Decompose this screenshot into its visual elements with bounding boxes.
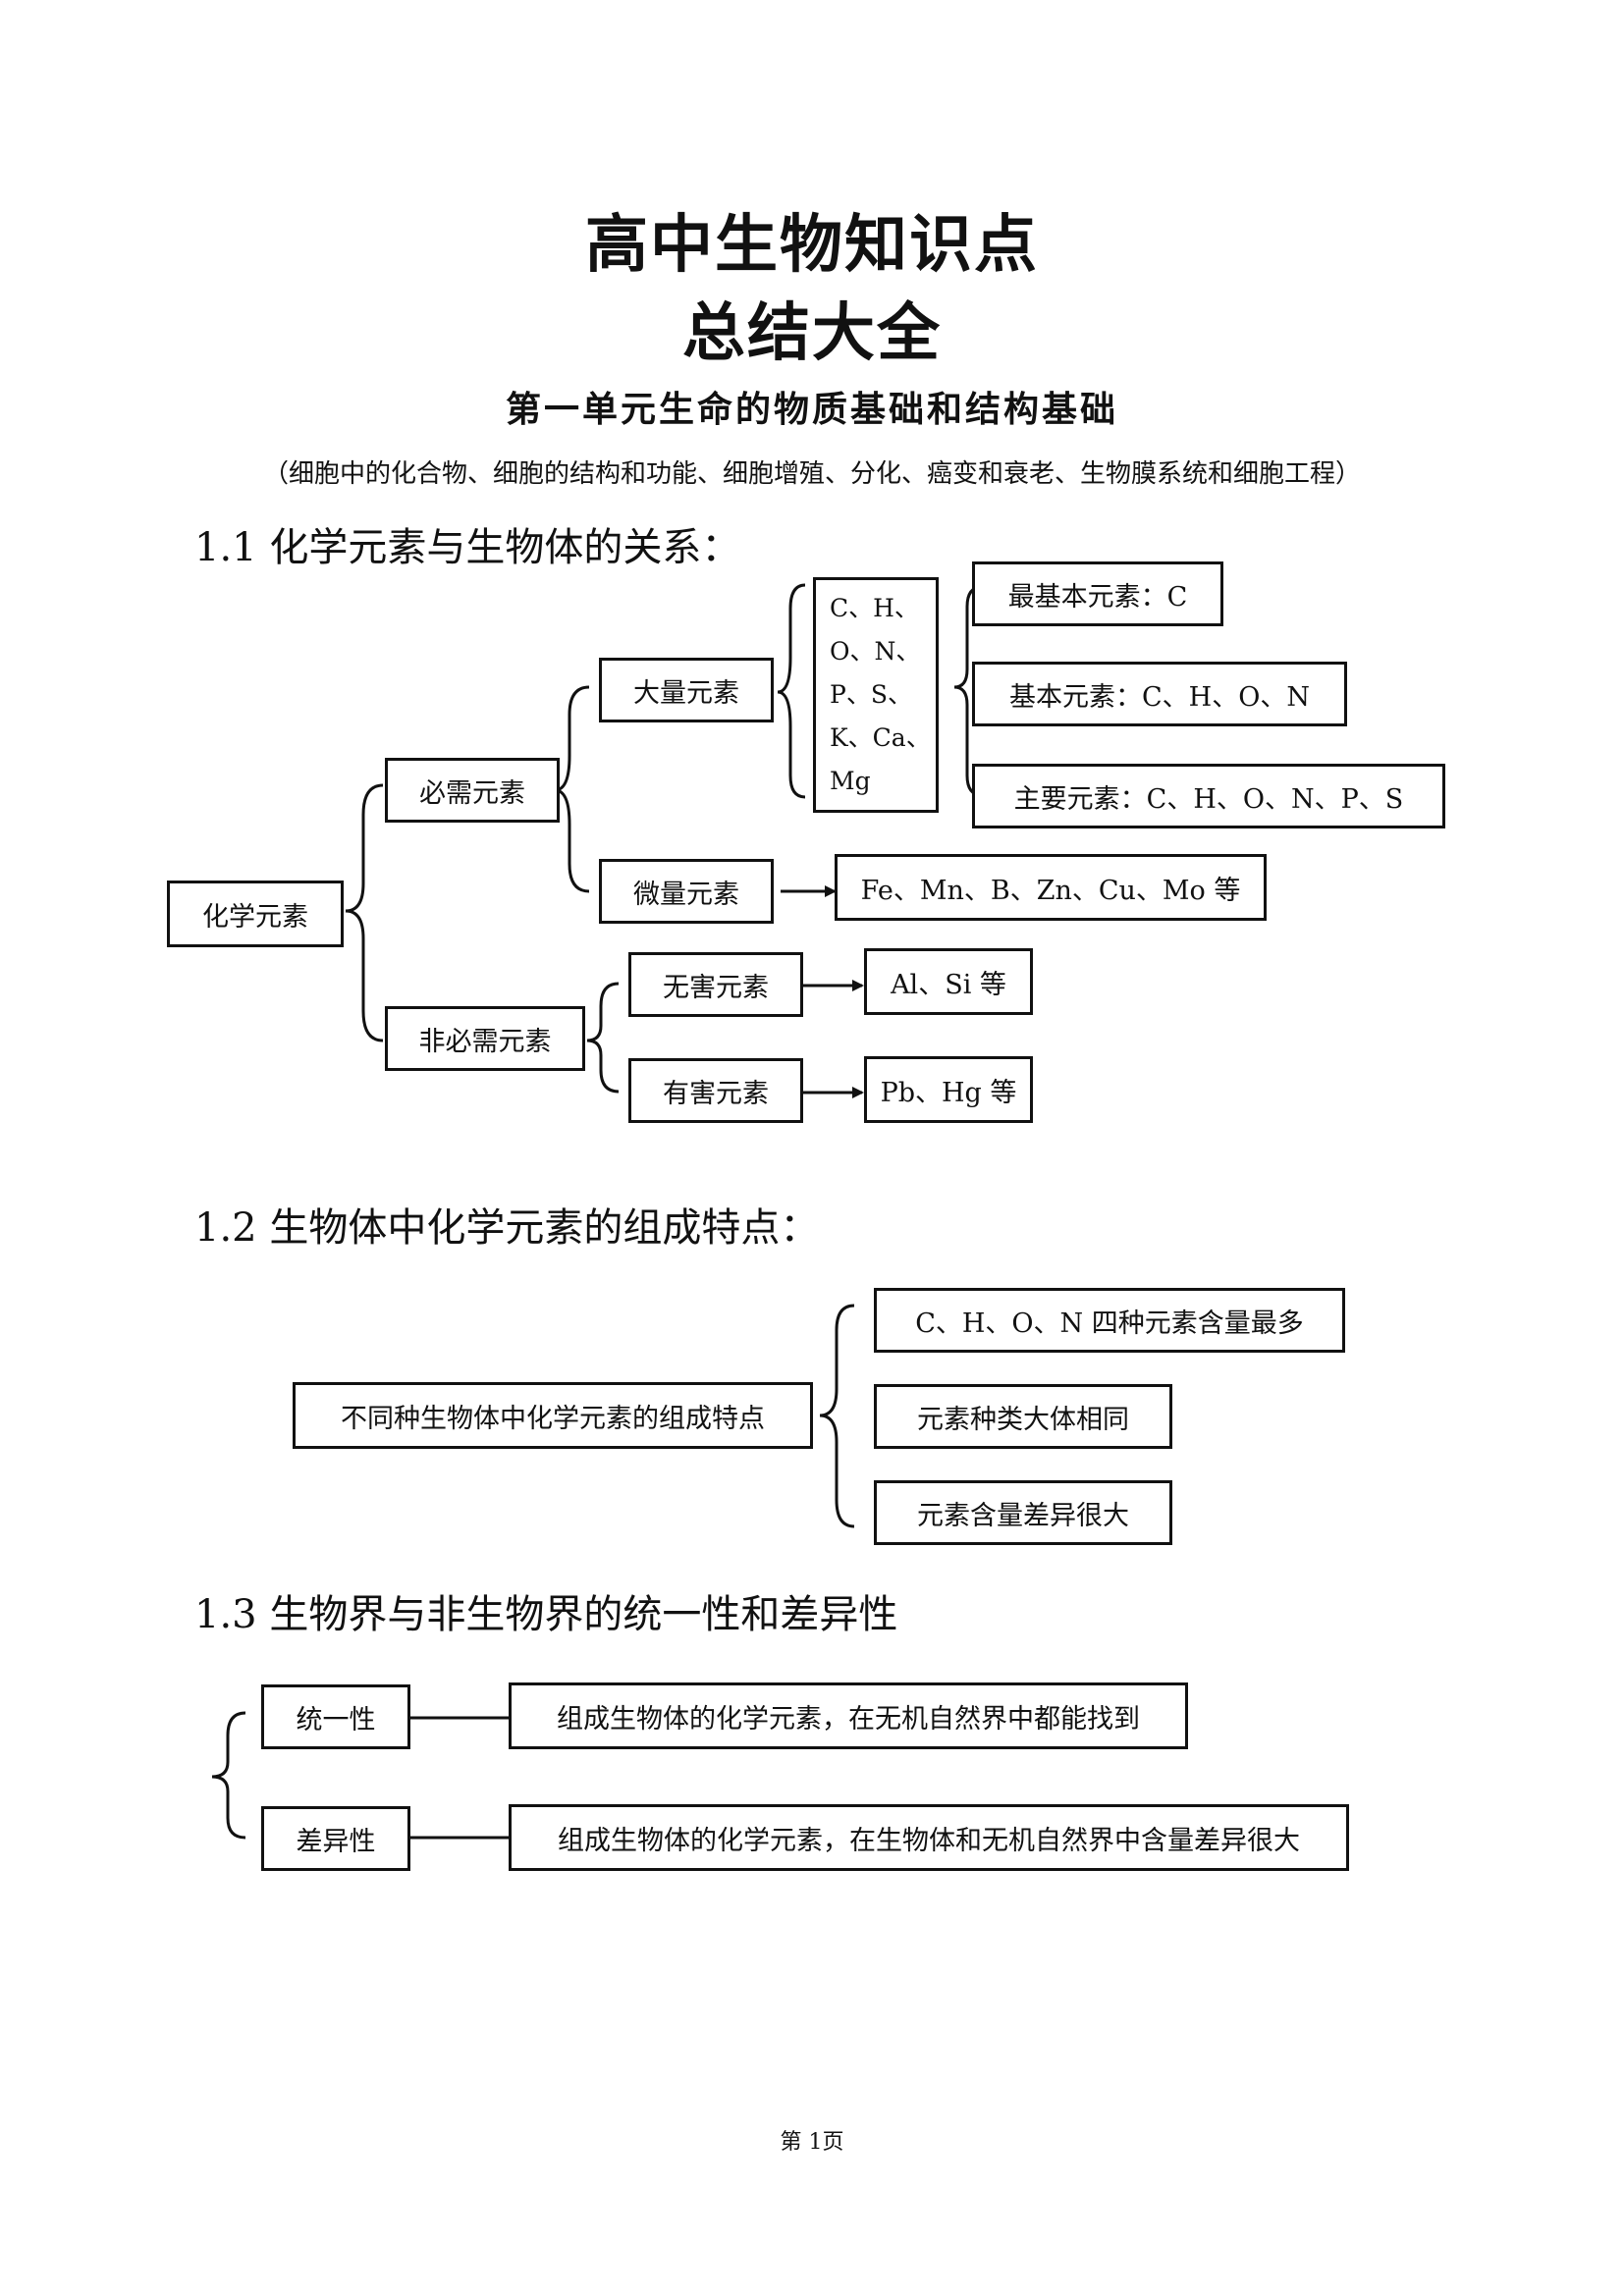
- brace-macro-list: [953, 585, 983, 797]
- node-harmful-examples: Pb、Hg 等: [864, 1056, 1033, 1123]
- macro-list-line: P、S、: [830, 680, 912, 709]
- node-feature-content-differs: 元素含量差异很大: [874, 1480, 1172, 1545]
- node-harmless-examples: Al、Si 等: [864, 948, 1033, 1015]
- section-heading-1-2: 1.2 生物体中化学元素的组成特点：: [194, 1205, 820, 1251]
- node-feature-chon-most: C、H、O、N 四种元素含量最多: [874, 1288, 1345, 1353]
- macro-list-line: Mg: [830, 767, 871, 795]
- node-main-elements: 主要元素：C、H、O、N、P、S: [972, 764, 1445, 828]
- brace-nonessential: [586, 982, 620, 1094]
- unit-title: 第一单元生命的物质基础和结构基础: [505, 389, 1118, 430]
- node-difference-description: 组成生物体的化学元素，在生物体和无机自然界中含量差异很大: [509, 1804, 1349, 1871]
- node-unity: 统一性: [261, 1684, 410, 1749]
- brace-macro: [777, 583, 806, 799]
- node-harmful-elements: 有害元素: [628, 1058, 803, 1123]
- node-difference: 差异性: [261, 1806, 410, 1871]
- document-title-line2: 总结大全: [682, 297, 942, 370]
- section-heading-1-3: 1.3 生物界与非生物界的统一性和差异性: [194, 1592, 898, 1637]
- node-essential-elements: 必需元素: [385, 758, 560, 823]
- brace-chemical-elements: [345, 783, 384, 1042]
- brace-unity-diff: [211, 1711, 246, 1840]
- macro-list-line: C、H、: [830, 594, 919, 622]
- unit-subtitle: （细胞中的化合物、细胞的结构和功能、细胞增殖、分化、癌变和衰老、生物膜系统和细胞…: [262, 459, 1361, 489]
- macro-list-line: K、Ca、: [830, 723, 931, 752]
- document-title-line1: 高中生物知识点: [585, 209, 1039, 282]
- node-harmless-elements: 无害元素: [628, 952, 803, 1017]
- section-heading-1-1: 1.1 化学元素与生物体的关系：: [194, 525, 741, 570]
- page-number: 第 1页: [780, 2130, 844, 2155]
- node-feature-types-similar: 元素种类大体相同: [874, 1384, 1172, 1449]
- brace-essential: [554, 685, 590, 893]
- node-micro-elements: 微量元素: [599, 859, 774, 924]
- node-micro-element-list: Fe、Mn、B、Zn、Cu、Mo 等: [835, 854, 1267, 921]
- node-nonessential-elements: 非必需元素: [385, 1006, 585, 1071]
- brace-composition: [819, 1304, 855, 1528]
- node-basic-elements: 基本元素：C、H、O、N: [972, 662, 1347, 726]
- node-unity-description: 组成生物体的化学元素，在无机自然界中都能找到: [509, 1682, 1188, 1749]
- node-macro-element-list: C、H、 O、N、 P、S、 K、Ca、 Mg: [813, 577, 939, 813]
- node-most-basic-element: 最基本元素：C: [972, 561, 1223, 626]
- node-macro-elements: 大量元素: [599, 658, 774, 722]
- node-chemical-elements: 化学元素: [167, 881, 344, 947]
- node-composition-features: 不同种生物体中化学元素的组成特点: [293, 1382, 813, 1449]
- macro-list-line: O、N、: [830, 637, 921, 666]
